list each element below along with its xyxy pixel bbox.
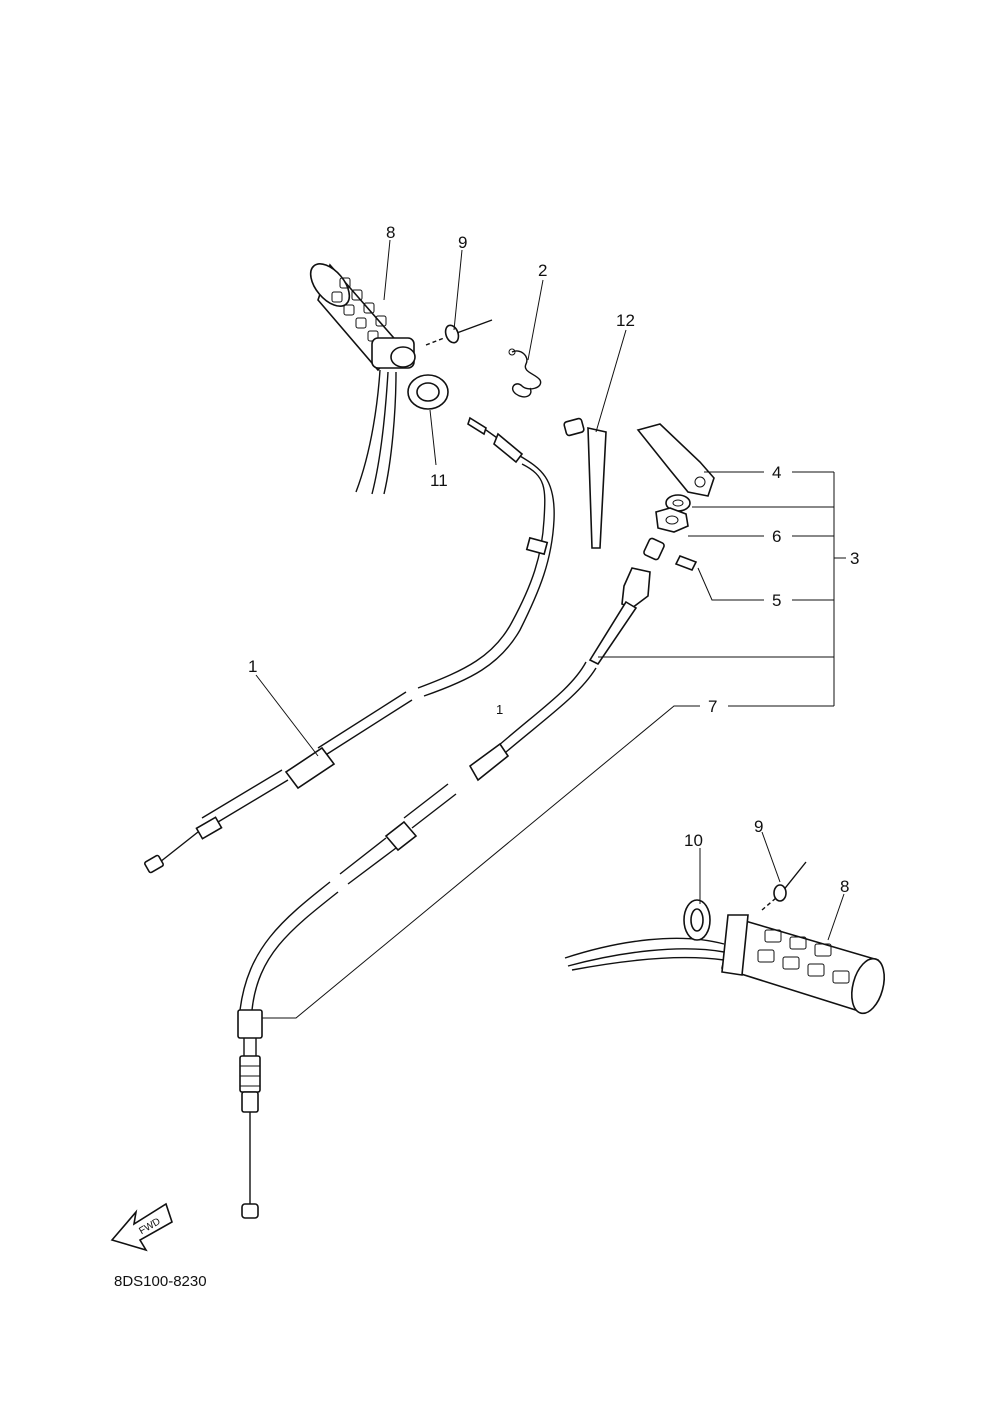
left-handlebar-grip (309, 263, 416, 495)
throttle-pin (674, 554, 698, 572)
callouts: 8 9 2 12 11 4 6 3 5 1 1 7 10 9 8 (248, 223, 859, 896)
callout-2: 2 (538, 261, 547, 280)
callout-7: 7 (708, 697, 717, 716)
callout-6: 6 (772, 527, 781, 546)
wire-clip (508, 348, 542, 398)
grip-bolt-lower (761, 861, 807, 911)
forward-direction-arrow: FWD (110, 1202, 173, 1252)
callout-9-upper: 9 (458, 233, 467, 252)
callout-12: 12 (616, 311, 635, 330)
callout-8-lower: 8 (840, 877, 849, 896)
callout-9-lower: 9 (754, 817, 763, 836)
throttle-lever (636, 423, 715, 497)
callout-11: 11 (430, 471, 448, 490)
clutch-cable (144, 416, 555, 874)
right-handlebar-grip (564, 914, 886, 1015)
callout-4: 4 (772, 463, 781, 482)
callout-5: 5 (772, 591, 781, 610)
callout-3: 3 (850, 549, 859, 568)
throttle-cable (237, 661, 597, 1219)
callout-10: 10 (684, 831, 703, 850)
grip-collar-10 (683, 899, 711, 941)
cable-tie (563, 417, 607, 549)
callout-1-mid: 1 (496, 702, 503, 717)
callout-8-upper: 8 (386, 223, 395, 242)
leader-lines (255, 239, 846, 1019)
throttle-housing (588, 537, 665, 666)
callout-1-left: 1 (248, 657, 257, 676)
grip-bolt-upper (425, 319, 493, 346)
throttle-nut (655, 507, 689, 533)
grip-collar-11 (407, 374, 449, 410)
diagram-code: 8DS100-8230 (114, 1273, 207, 1290)
